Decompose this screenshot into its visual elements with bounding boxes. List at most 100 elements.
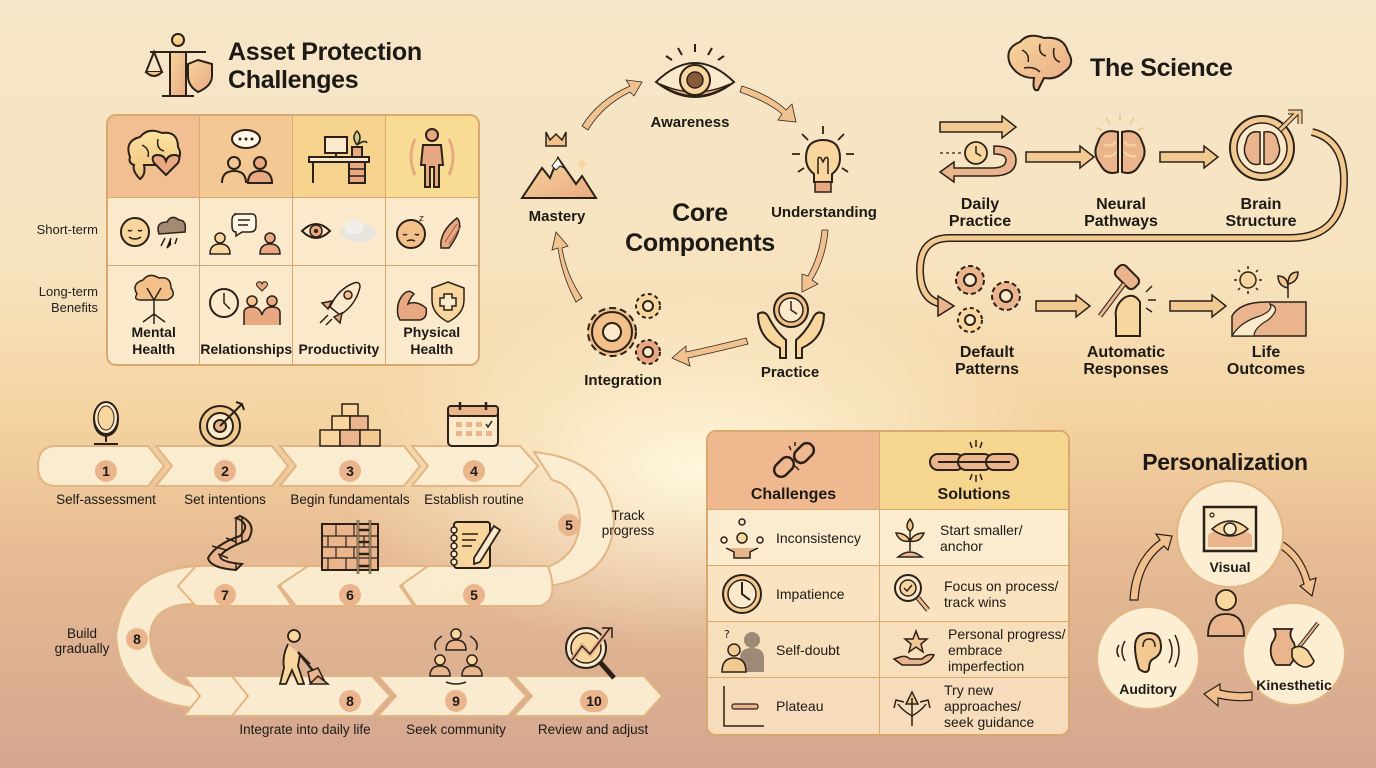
- balance-shield-person-icon: [144, 33, 213, 97]
- asset-protection-table: z Mental Health: [106, 114, 480, 366]
- svg-text:?: ?: [724, 628, 730, 641]
- style-kinesthetic: Kinesthetic: [1242, 602, 1346, 706]
- step-label-self-assessment: Self-assessment: [56, 492, 156, 507]
- long-term-mental: Mental Health: [108, 266, 201, 364]
- long-term-relationships: Relationships: [200, 266, 294, 364]
- hands-clock-icon: [756, 292, 826, 359]
- step-label-integrate-daily-life: Integrate into daily life: [239, 722, 371, 737]
- challenge-text: Plateau: [776, 698, 824, 714]
- broken-chain-icon: [772, 441, 815, 479]
- person-aura-icon: [409, 127, 455, 188]
- step-label-establish-routine: Establish routine: [424, 492, 524, 507]
- node-label-understanding: Understanding: [771, 204, 877, 221]
- style-label-visual: Visual: [1209, 559, 1251, 575]
- tree-roots-icon: [133, 274, 174, 324]
- solution-cell: Focus on process/ track wins: [880, 566, 1068, 622]
- challenge-text: Self-doubt: [776, 641, 840, 658]
- reflex-hammer-icon: [1098, 263, 1156, 337]
- arrow-understanding-to-practice: [801, 229, 829, 293]
- node-label-awareness: Awareness: [650, 114, 730, 131]
- arrow-awareness-to-understanding: [739, 85, 797, 123]
- challenge-text: Impatience: [776, 585, 845, 602]
- long-term-productivity: Productivity: [293, 266, 386, 364]
- step-number: 8: [339, 690, 361, 712]
- solution-text: Start smaller/ anchor: [940, 521, 1023, 554]
- clock-couple-icon: [209, 281, 282, 325]
- magnifier-chart-icon: [565, 626, 616, 680]
- connected-chain-icon: [929, 440, 1019, 482]
- eye-icon: [654, 44, 736, 98]
- challenge-text: Inconsistency: [776, 529, 861, 546]
- gears-icon: [955, 265, 1021, 333]
- step-number: 7: [214, 584, 236, 606]
- clock-icon: [722, 573, 762, 614]
- short-term-relationships: [200, 198, 294, 266]
- solution-cell: Start smaller/ anchor: [880, 510, 1068, 566]
- asset-protection-title: Asset Protection Challenges: [228, 38, 422, 94]
- brain-heart-icon: [127, 129, 181, 180]
- rocket-icon: [319, 281, 361, 326]
- blocks-icon: [319, 403, 381, 447]
- header-cell-relationships: [200, 116, 294, 198]
- step-number: 8: [126, 628, 148, 650]
- step-label-review-adjust: Review and adjust: [537, 722, 649, 737]
- challenge-cell: Inconsistency: [708, 510, 880, 566]
- svg-text:z: z: [419, 214, 424, 224]
- style-label-kinesthetic: Kinesthetic: [1256, 677, 1332, 693]
- label-relationships: Relationships: [200, 341, 293, 357]
- arrow-automatic-to-life: [1169, 293, 1228, 319]
- magnifier-check-icon: [894, 573, 930, 612]
- sun-path-plant-icon: [1230, 266, 1307, 337]
- step-number: 4: [463, 460, 485, 482]
- arrow-visual-to-kinesthetic: [1275, 539, 1317, 598]
- step-label-begin-fundamentals: Begin fundamentals: [290, 492, 410, 507]
- step-number: 5: [463, 584, 485, 606]
- solutions-header-label: Solutions: [937, 486, 1011, 503]
- challenge-cell: Plateau: [708, 678, 880, 734]
- solution-text: Try new approaches/ seek guidance: [944, 682, 1035, 730]
- spiral-stairs-icon: [206, 514, 253, 572]
- arrow-practice-to-integration: [671, 337, 749, 367]
- header-cell-productivity: [293, 116, 386, 198]
- personalization-section: Personalization Visual Kinesthetic: [1080, 440, 1376, 740]
- arrow-kinesthetic-to-auditory: [1202, 682, 1253, 708]
- arrow-neural-to-brain: [1159, 144, 1220, 170]
- step-number: 10: [580, 690, 608, 712]
- sprout-icon: [894, 517, 926, 558]
- arrow-mastery-to-awareness: [581, 79, 643, 131]
- style-auditory: Auditory: [1096, 606, 1200, 710]
- challenges-header-label: Challenges: [750, 486, 837, 503]
- people-chat-icon: [209, 212, 282, 255]
- short-term-physical: z: [385, 198, 478, 266]
- header-cell-mental: [108, 116, 201, 198]
- flat-line-chart-icon: [723, 686, 764, 727]
- desk-computer-icon: [307, 129, 370, 184]
- personalization-arrows: [1129, 533, 1317, 708]
- pottery-hand-icon: [1269, 621, 1320, 668]
- step-label-seek-community: Seek community: [406, 722, 506, 737]
- header-cell-physical: [385, 116, 478, 198]
- framed-eye-icon: [1202, 505, 1258, 553]
- row-label-long-term: Long-term Benefits: [38, 284, 98, 315]
- juggling-person-icon: [720, 517, 764, 559]
- label-physical-health: Physical Health: [403, 324, 461, 357]
- person-shovel-icon: [278, 629, 331, 685]
- notebook-pencil-icon: [450, 521, 502, 569]
- branching-arrows-icon: [893, 690, 931, 726]
- mirror-icon: [93, 401, 119, 445]
- challenge-cell: ? Self-doubt: [708, 622, 880, 678]
- two-people-thought-bubble-icon: [221, 128, 274, 184]
- lightbulb-icon: [792, 126, 854, 193]
- asset-protection-section: Asset Protection Challenges Short-term L…: [0, 0, 500, 380]
- core-components-title: Core Components: [625, 199, 775, 257]
- ear-sound-icon: [1116, 631, 1180, 673]
- person-shadow-question-icon: ?: [721, 628, 764, 673]
- target-icon: [199, 401, 245, 447]
- roadmap-section: 1 2 3 4 Self-assessment Set intentions B…: [0, 390, 700, 768]
